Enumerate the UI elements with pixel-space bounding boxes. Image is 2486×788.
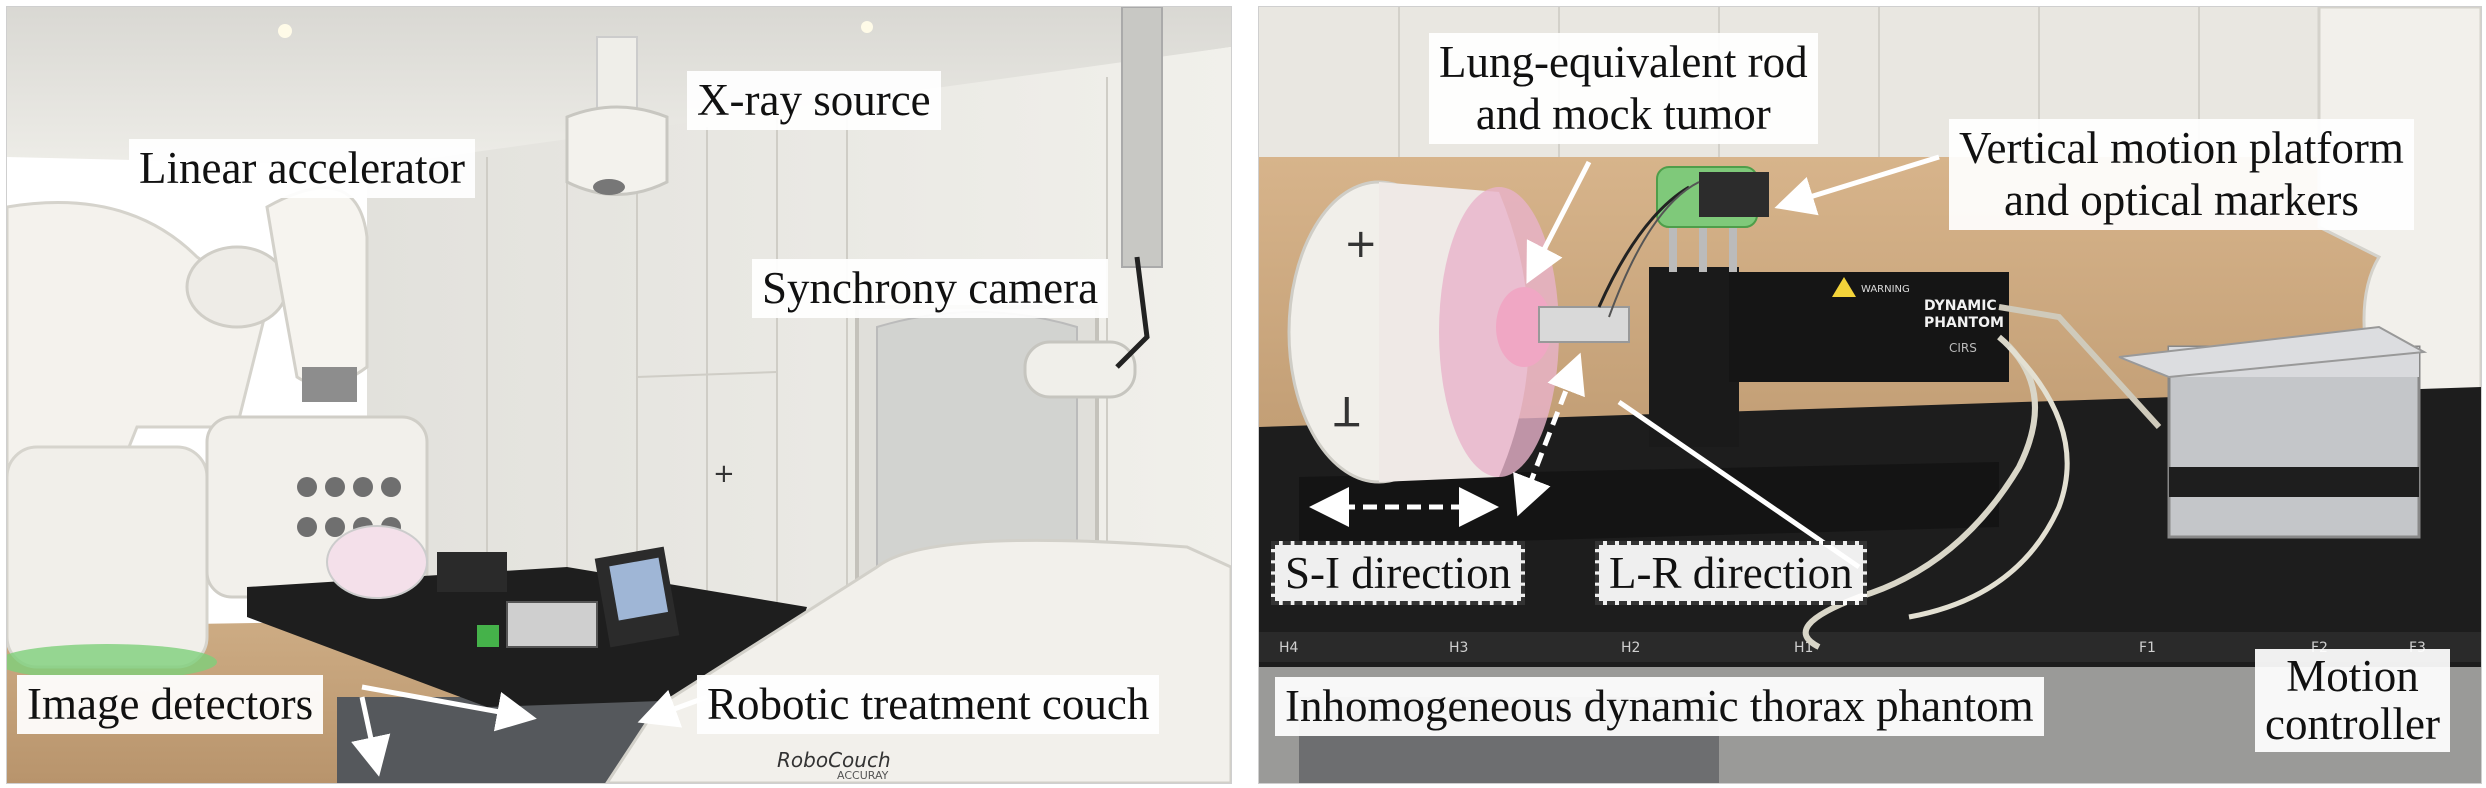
rail-mark-h3: H3 — [1449, 640, 1468, 656]
device-maker: CIRS — [1949, 341, 1977, 355]
label-platform-markers: Vertical motion platform and optical mar… — [1949, 119, 2414, 230]
svg-text:T: T — [1334, 387, 1360, 433]
rail-mark-h2: H2 — [1621, 640, 1640, 656]
label-platform-line1: Vertical motion platform — [1959, 123, 2404, 173]
rail-mark-h4: H4 — [1279, 640, 1299, 656]
label-rod-tumor: Lung-equivalent rod and mock tumor — [1429, 33, 1818, 144]
treatment-room-scene: + RoboC — [7, 7, 1231, 783]
svg-text:+: + — [713, 459, 735, 489]
label-synchrony-camera: Synchrony camera — [752, 259, 1109, 318]
svg-text:+: + — [1344, 221, 1378, 267]
label-xray-source: X-ray source — [687, 71, 941, 130]
couch-brand-sub: ACCURAY — [837, 769, 889, 782]
rail-mark-h1: H1 — [1794, 640, 1813, 656]
label-platform-line2: and optical markers — [2004, 175, 2359, 225]
label-rod-line2: and mock tumor — [1475, 89, 1771, 139]
label-robotic-couch: Robotic treatment couch — [697, 675, 1160, 734]
warning-text: WARNING — [1861, 284, 1910, 295]
rail-mark-f1: F1 — [2139, 640, 2156, 656]
photo-treatment-room: + RoboC — [6, 6, 1232, 784]
device-brand-line2: PHANTOM — [1924, 315, 2004, 331]
photo-thorax-phantom: H4 H3 H2 H1 F1 F2 F3 + T DYNAMIC PHANTOM… — [1258, 6, 2482, 784]
label-linear-accelerator: Linear accelerator — [129, 139, 475, 198]
label-image-detectors: Image detectors — [17, 675, 324, 734]
label-motion-line2: controller — [2265, 699, 2440, 749]
label-rod-line1: Lung-equivalent rod — [1439, 37, 1808, 87]
couch-brand: RoboCouch — [777, 748, 891, 772]
device-brand-line1: DYNAMIC — [1924, 298, 1997, 314]
label-motion-line1: Motion — [2286, 651, 2419, 701]
label-si-direction: S-I direction — [1271, 541, 1526, 605]
label-motion-controller: Motion controller — [2255, 649, 2450, 752]
label-lr-direction: L-R direction — [1595, 541, 1867, 605]
label-phantom: Inhomogeneous dynamic thorax phantom — [1275, 677, 2044, 736]
